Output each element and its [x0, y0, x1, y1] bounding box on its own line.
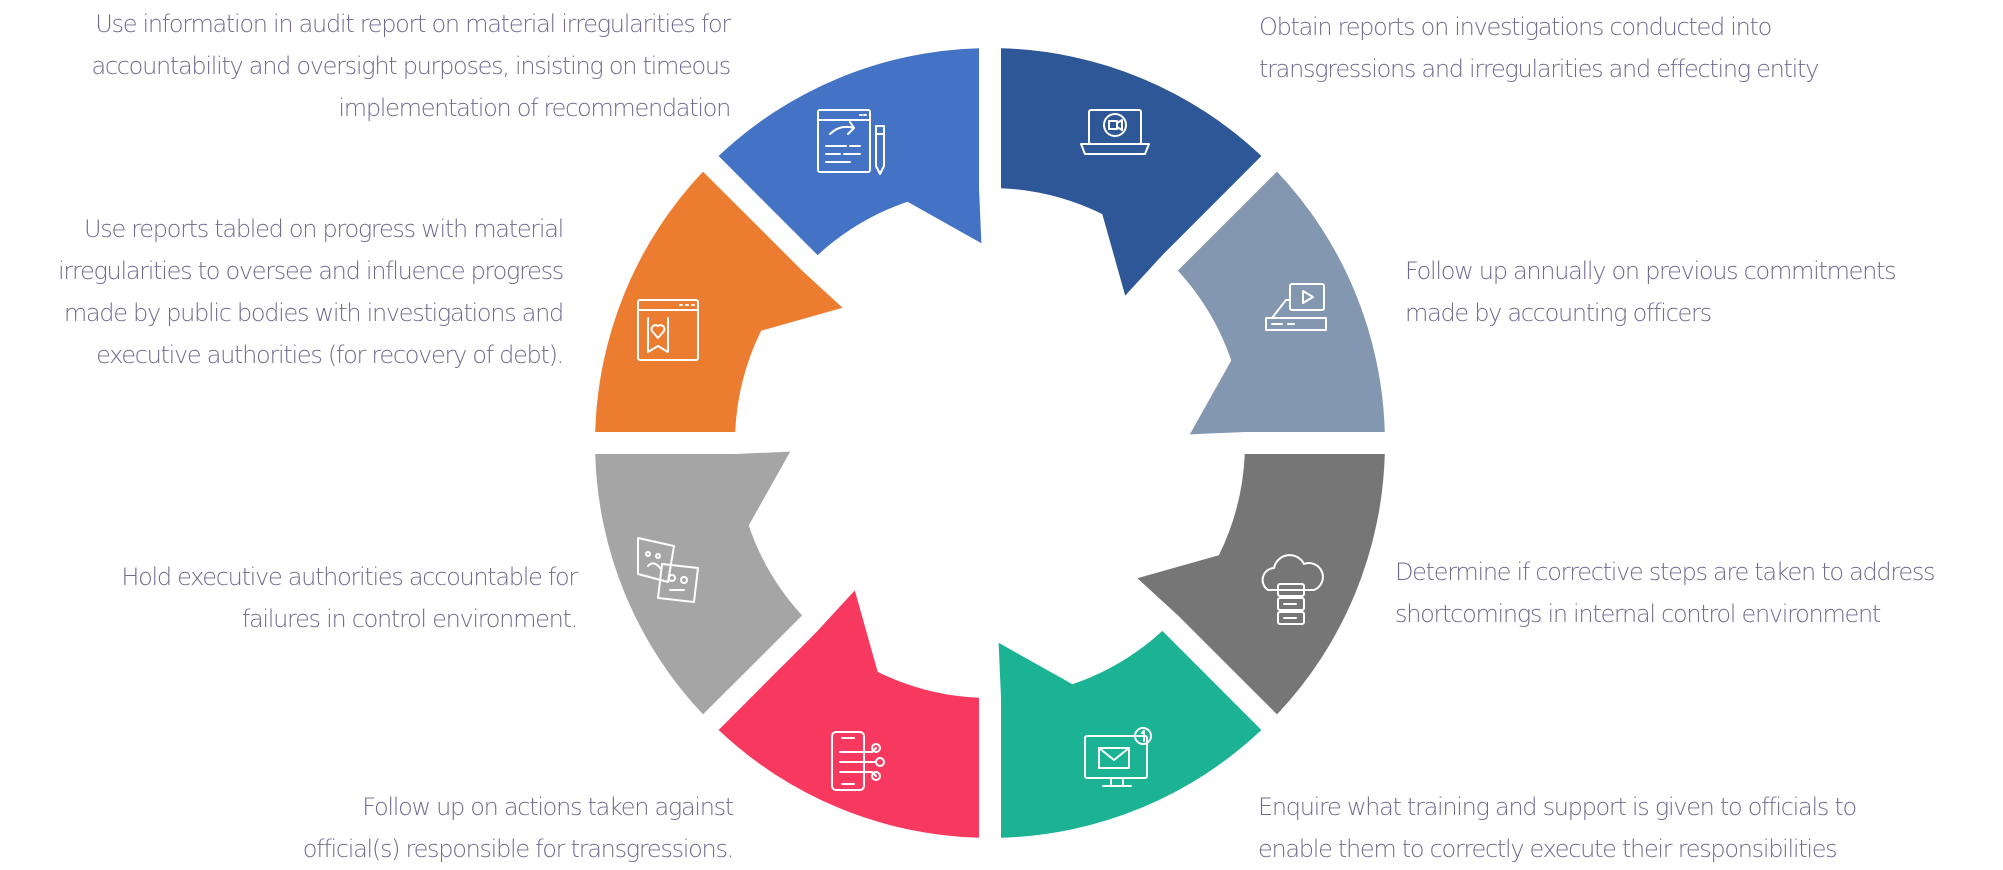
ring-segment-1 [1001, 48, 1262, 296]
label-seg4: Enquire what training and support is giv… [1258, 793, 1857, 863]
laptop-video-chat-icon [1080, 109, 1150, 155]
emotion-cards-icon [637, 537, 699, 603]
ring-segment-2 [1177, 171, 1385, 435]
presentation-play-icon [1265, 283, 1327, 331]
label-seg8: Use information in audit report on mater… [91, 10, 731, 122]
document-share-edit-icon [817, 109, 885, 175]
ring-segment-6 [595, 451, 803, 715]
monitor-mail-notification-icon [1084, 727, 1152, 787]
ring-segment-4 [998, 630, 1262, 838]
mobile-network-icon [831, 731, 885, 791]
label-seg1: Obtain reports on investigations conduct… [1259, 13, 1819, 83]
browser-heart-icon [637, 299, 699, 361]
ring-segment-3 [1137, 454, 1385, 715]
label-seg5: Follow up on actions taken against offic… [302, 793, 735, 863]
label-seg7: Use reports tabled on progress with mate… [58, 215, 564, 369]
ring-segment-8 [718, 48, 982, 256]
label-seg3: Determine if corrective steps are taken … [1395, 558, 1936, 628]
ring-segment-7 [595, 171, 843, 432]
ring-segment-5 [718, 590, 979, 838]
label-seg2: Follow up annually on previous commitmen… [1405, 257, 1897, 327]
label-seg6: Hold executive authorities accountable f… [121, 563, 578, 633]
cloud-server-icon [1261, 554, 1324, 625]
